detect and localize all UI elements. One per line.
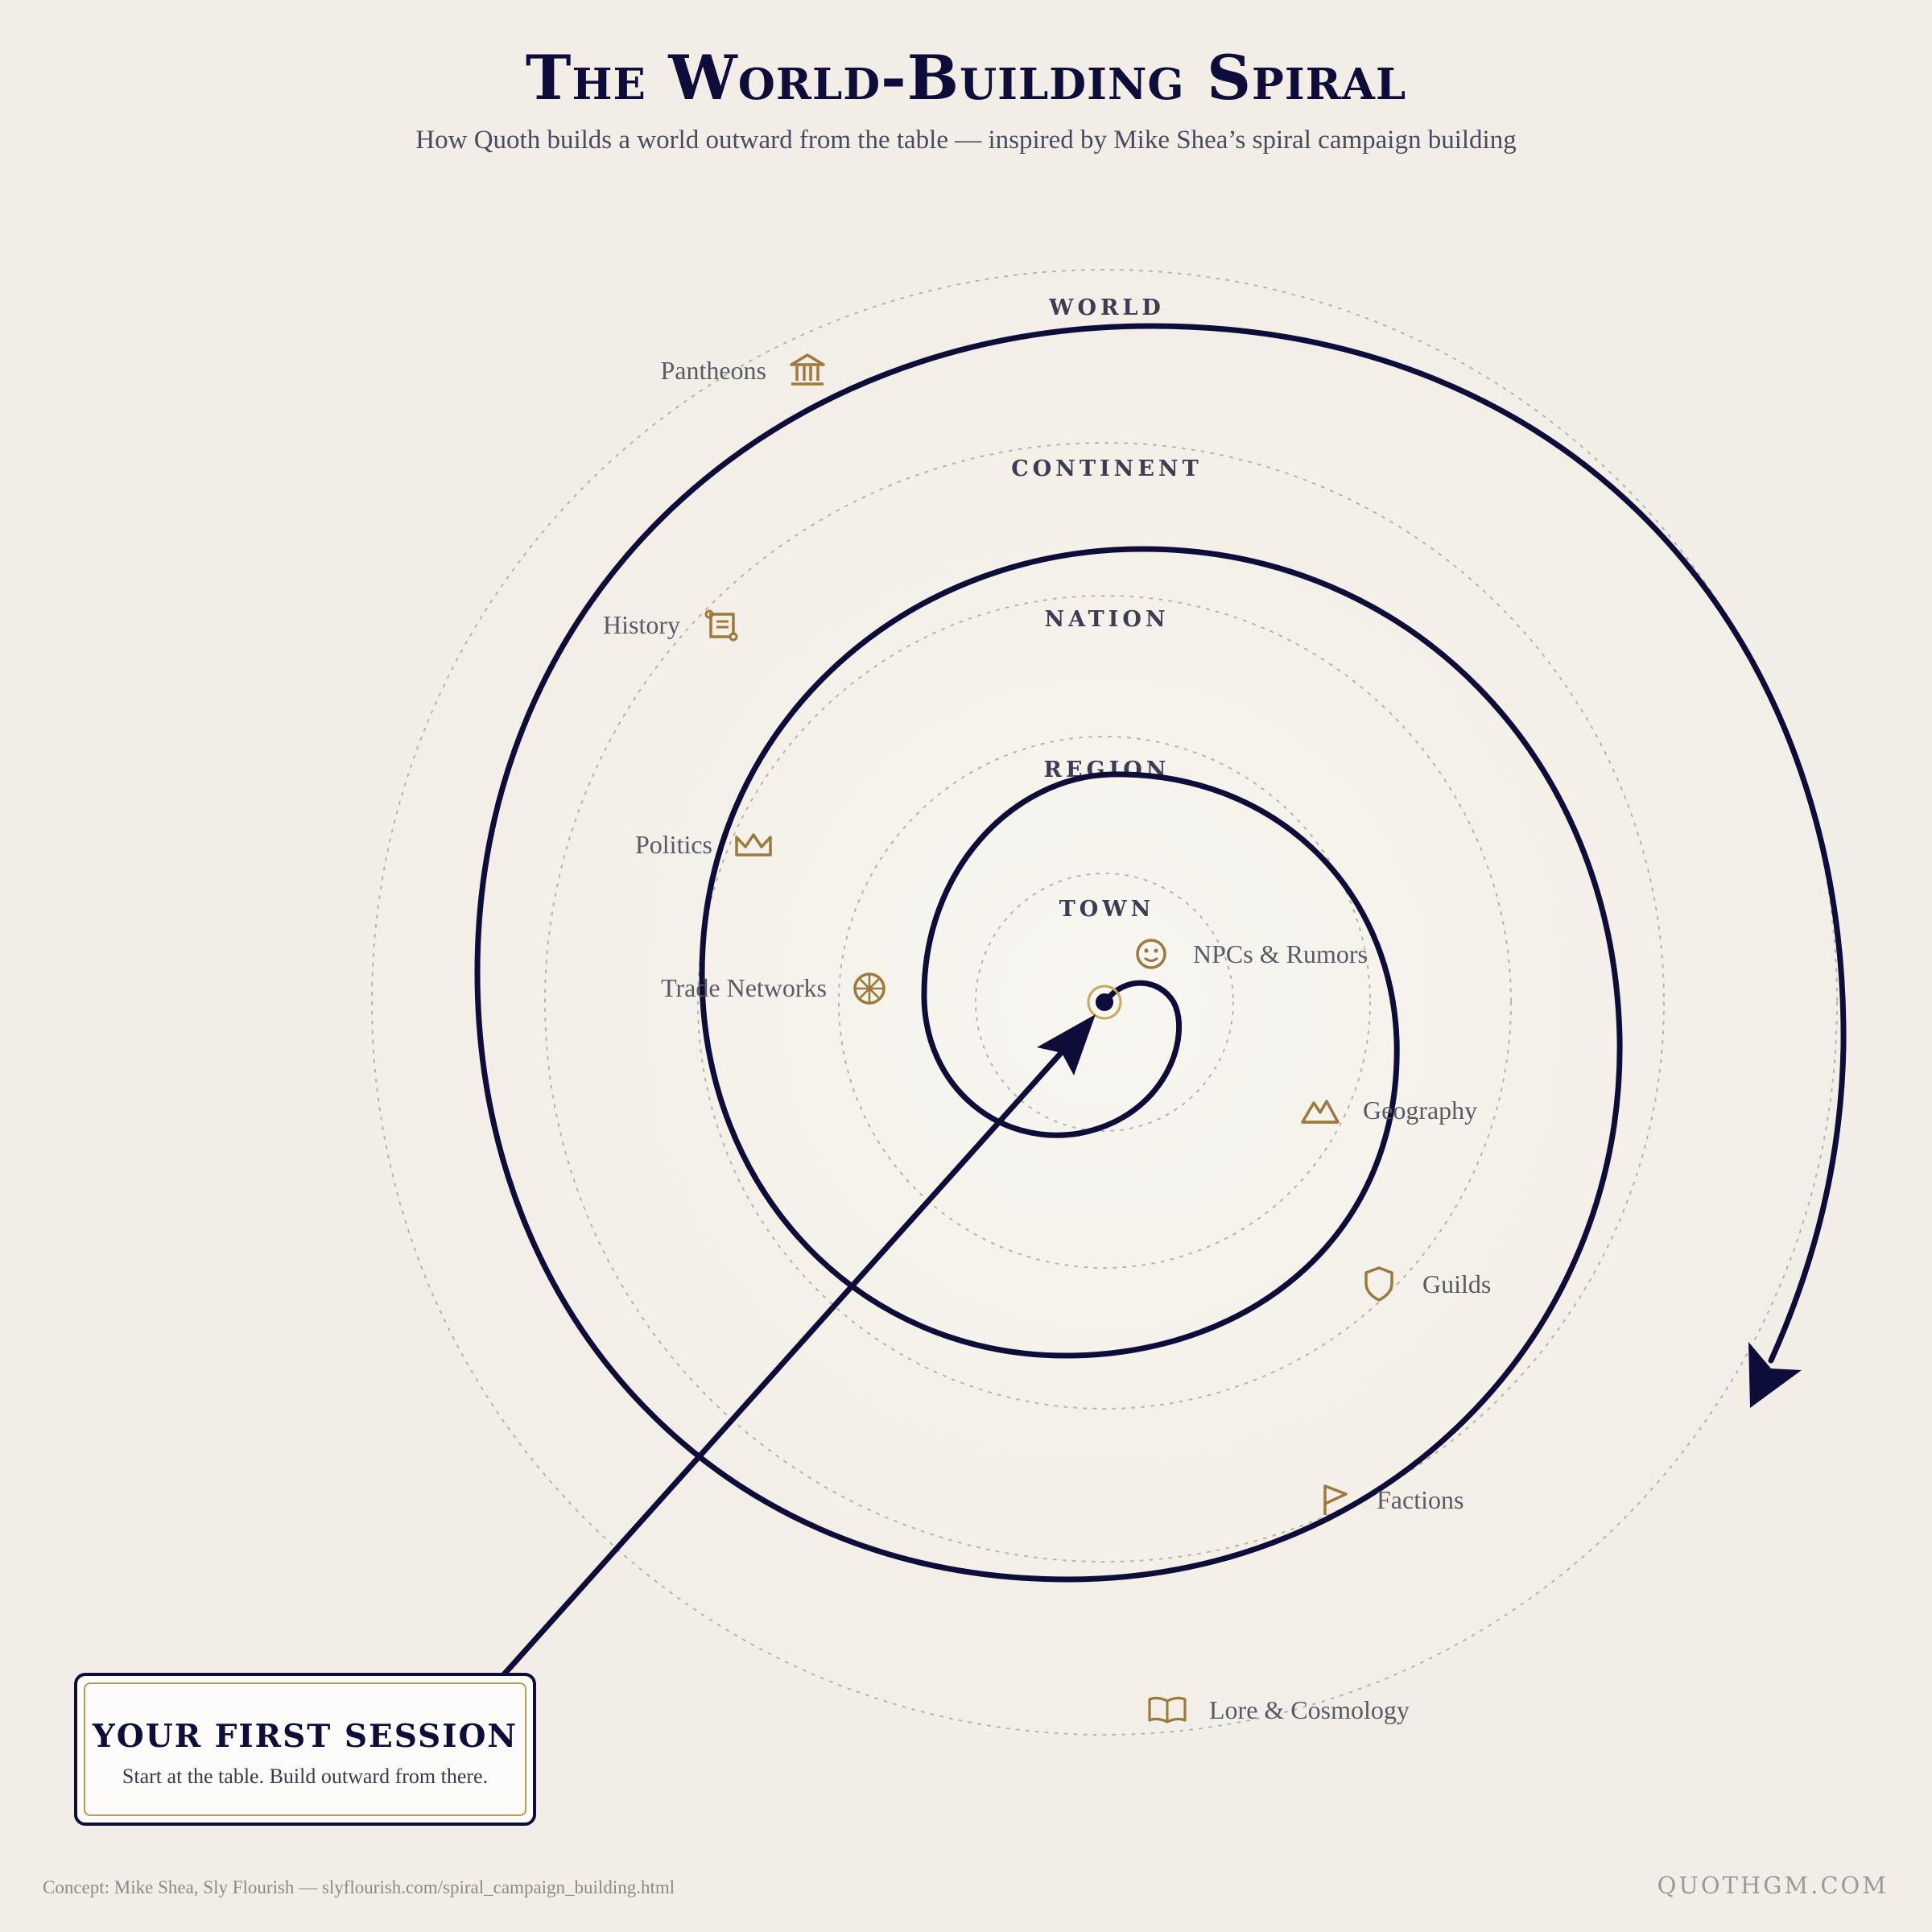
- topic-label-lore-cosmology: Lore & Cosmology: [1209, 1695, 1410, 1724]
- topic-label-politics: Politics: [635, 830, 712, 859]
- ring-world: [371, 269, 1838, 1736]
- open-book-icon: [1148, 1696, 1187, 1724]
- scroll-icon: [704, 609, 738, 642]
- topic-label-geography: Geography: [1363, 1096, 1477, 1125]
- ring-town: [975, 873, 1234, 1132]
- callout-heading: YOUR FIRST SESSION: [92, 1718, 518, 1755]
- ring-label-world: WORLD: [1048, 295, 1165, 320]
- shield-icon: [1364, 1266, 1393, 1302]
- topic-label-npcs-rumors: NPCs & Rumors: [1193, 939, 1368, 968]
- callout-pointer-arrowhead: [1037, 1014, 1096, 1075]
- topic-label-pantheons: Pantheons: [660, 356, 766, 385]
- spiral-arrowhead: [1748, 1342, 1802, 1408]
- first-session-callout: YOUR FIRST SESSION Start at the table. B…: [74, 1673, 536, 1826]
- topic-label-history: History: [603, 610, 680, 639]
- page-title: The World-Building Spiral: [525, 42, 1407, 114]
- topic-label-trade-networks: Trade Networks: [661, 973, 827, 1002]
- scale-rings: [371, 269, 1838, 1736]
- footer-site-link[interactable]: QUOTHGM.COM: [1657, 1872, 1889, 1899]
- ring-label-town: TOWN: [1059, 897, 1155, 922]
- topic-label-guilds: Guilds: [1422, 1269, 1491, 1298]
- topic-label-factions: Factions: [1377, 1485, 1463, 1514]
- ring-continent: [544, 442, 1665, 1563]
- ring-region: [838, 736, 1371, 1269]
- spiral-path: [474, 323, 1847, 1583]
- page-subtitle: How Quoth builds a world outward from th…: [415, 126, 1517, 155]
- wheel-icon: [853, 972, 886, 1005]
- callout-pointer-line: [501, 1050, 1064, 1678]
- ring-nation: [697, 595, 1512, 1410]
- smiley-face-icon: [1136, 939, 1166, 969]
- temple-icon: [790, 353, 825, 386]
- ring-label-continent: CONTINENT: [1011, 456, 1202, 481]
- mountain-icon: [1301, 1100, 1340, 1124]
- footer-credit: Concept: Mike Shea, Sly Flourish — slyfl…: [43, 1877, 675, 1897]
- start-point: [1096, 993, 1113, 1011]
- ring-label-nation: NATION: [1044, 607, 1169, 632]
- callout-text: Start at the table. Build outward from t…: [122, 1765, 489, 1788]
- callout-inner-frame: YOUR FIRST SESSION Start at the table. B…: [84, 1682, 526, 1816]
- start-point-ring: [1087, 985, 1122, 1020]
- crown-icon: [735, 833, 772, 857]
